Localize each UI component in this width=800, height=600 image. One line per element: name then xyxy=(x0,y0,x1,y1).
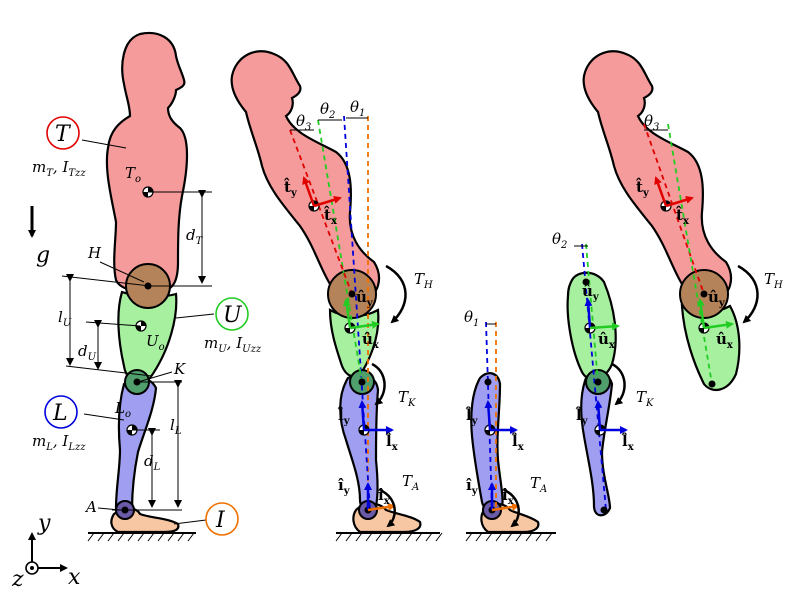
label-lU: lU xyxy=(58,308,72,329)
svg-text:TK: TK xyxy=(636,388,654,409)
svg-text:TH: TH xyxy=(764,270,783,291)
mass-inertia-T: mT, ITzz xyxy=(32,158,86,179)
body-U-badge: U xyxy=(215,297,249,331)
svg-text:θ3: θ3 xyxy=(644,112,659,133)
svg-text:T: T xyxy=(55,122,72,147)
svg-text:l̂x: l̂x xyxy=(511,432,525,453)
svg-text:îx: îx xyxy=(378,486,391,507)
svg-text:θ1: θ1 xyxy=(464,308,479,329)
label-dU: dU xyxy=(78,342,97,363)
com-label-U: Uo xyxy=(146,332,165,353)
axis-x-label: x xyxy=(68,565,81,590)
torso-axis-2 xyxy=(289,129,353,295)
svg-text:l̂x: l̂x xyxy=(385,432,399,453)
body-L-badge: L xyxy=(44,395,78,429)
torso-segment xyxy=(105,31,189,294)
svg-text:TA: TA xyxy=(402,472,419,493)
svg-text:l̂y: l̂y xyxy=(575,406,589,427)
torso-segment-2 xyxy=(230,50,381,302)
svg-text:ûy: ûy xyxy=(708,288,726,309)
label-dT: dT xyxy=(186,226,204,247)
axis-z-label: z xyxy=(11,567,24,592)
svg-text:I: I xyxy=(215,508,226,533)
svg-text:TH: TH xyxy=(414,270,433,291)
label-lL: lL xyxy=(170,416,182,437)
dimension-lines xyxy=(61,139,215,525)
axis-y-label: y xyxy=(37,511,51,536)
label-dL: dL xyxy=(144,452,161,473)
joint-label-A: A xyxy=(84,498,97,516)
ground-hatch-1 xyxy=(87,532,196,542)
body-T-badge: T xyxy=(46,116,80,150)
gravity-label: g xyxy=(36,243,50,268)
joint-label-K: K xyxy=(173,360,186,378)
svg-text:l̂y: l̂y xyxy=(465,406,479,427)
mass-inertia-U: mU, IUzz xyxy=(204,334,262,355)
svg-text:t̂x: t̂x xyxy=(676,205,690,227)
svg-text:ûy: ûy xyxy=(356,288,374,309)
figure-leaning: θ3 θ2 θ1 t̂y t̂x ûy ûx l̂y l̂x îy îx TH … xyxy=(230,50,443,542)
com-label-T: To xyxy=(125,164,141,185)
svg-text:t̂x: t̂x xyxy=(324,205,338,227)
figure-standing: g T U L I mT, ITzz mU, IUzz mL, ILzz To … xyxy=(11,31,262,592)
svg-text:t̂y: t̂y xyxy=(284,177,298,199)
theta1-label-2: θ1 xyxy=(350,98,365,119)
svg-text:l̂x: l̂x xyxy=(621,432,635,453)
svg-text:U: U xyxy=(223,303,243,328)
svg-text:ûx: ûx xyxy=(362,330,380,351)
svg-text:TA: TA xyxy=(530,474,547,495)
svg-text:t̂y: t̂y xyxy=(636,177,650,199)
theta2-label-2: θ2 xyxy=(320,100,335,121)
figure-lower-leg: θ1 l̂y l̂x îy îx TA xyxy=(464,308,556,542)
figure-torso: θ3 t̂y t̂x ûy ûx TH xyxy=(582,50,783,392)
mass-inertia-L: mL, ILzz xyxy=(32,432,86,453)
svg-text:ûy: ûy xyxy=(582,282,600,303)
coordinate-frame: y x z xyxy=(11,511,81,592)
figure-legs: θ2 ûy ûx l̂y l̂x TK xyxy=(552,230,654,517)
svg-text:l̂y: l̂y xyxy=(337,406,351,427)
svg-text:TK: TK xyxy=(398,388,416,409)
svg-text:îy: îy xyxy=(466,476,479,497)
svg-text:θ2: θ2 xyxy=(552,230,567,251)
body-I-badge: I xyxy=(205,502,239,536)
svg-text:îx: îx xyxy=(502,486,515,507)
svg-text:ûx: ûx xyxy=(598,330,616,351)
svg-text:ûx: ûx xyxy=(716,330,734,351)
svg-text:îy: îy xyxy=(338,476,351,497)
svg-text:L: L xyxy=(52,401,68,426)
theta3-label-2: θ3 xyxy=(296,112,311,133)
lower-leg-axis-2 xyxy=(343,115,371,511)
com-label-L: Lo xyxy=(114,399,131,420)
joint-label-H: H xyxy=(87,244,102,262)
